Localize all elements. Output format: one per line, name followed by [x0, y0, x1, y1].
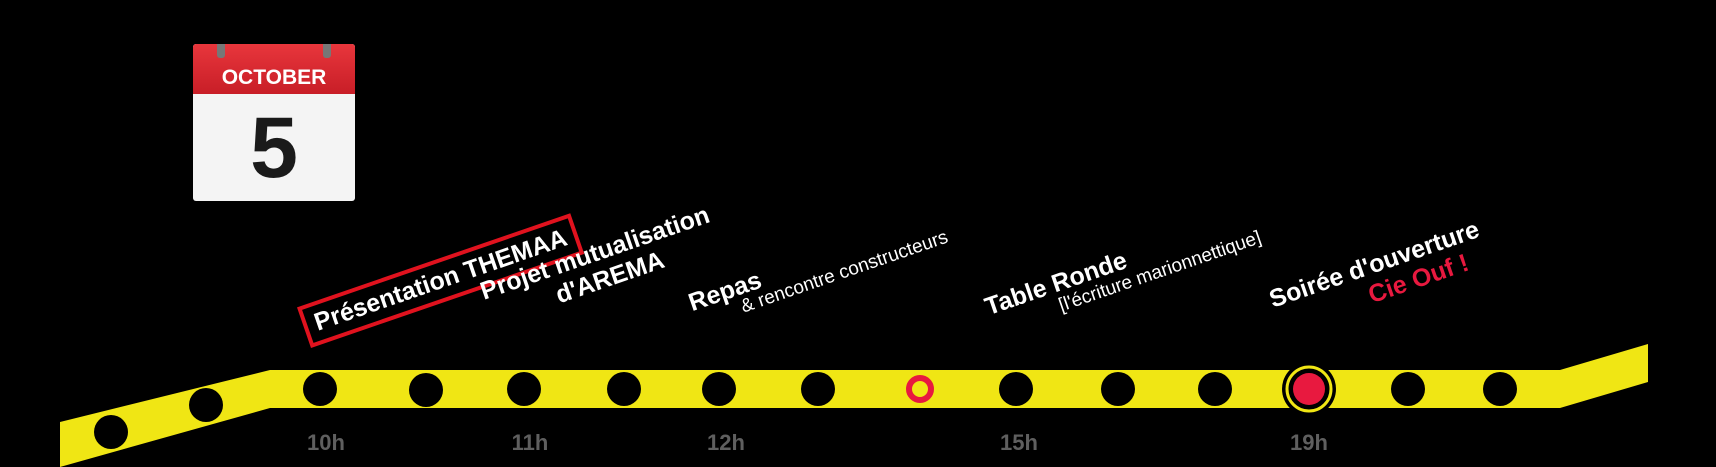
calendar-day: 5	[250, 100, 298, 196]
stop-marker-ring	[906, 375, 934, 403]
time-label: 11h	[511, 430, 549, 455]
track-stop	[1101, 372, 1135, 406]
track-stop	[999, 372, 1033, 406]
calendar-month: OCTOBER	[221, 66, 327, 89]
track-stops	[94, 362, 1517, 449]
track-stop	[1483, 372, 1517, 406]
track-stop	[702, 372, 736, 406]
track-stop	[94, 415, 128, 449]
time-label: 10h	[307, 430, 345, 455]
track-stop	[1198, 372, 1232, 406]
time-label: 12h	[707, 430, 745, 455]
calendar-icon: OCTOBER 5	[193, 44, 355, 201]
track-stop	[1391, 372, 1425, 406]
track-band	[60, 344, 1648, 467]
track-stop	[607, 372, 641, 406]
current-stop-dot	[1293, 373, 1325, 405]
track-stop	[507, 372, 541, 406]
track-stop	[409, 373, 443, 407]
track-stop	[801, 372, 835, 406]
current-stop-ring	[1285, 365, 1333, 413]
time-label: 15h	[1000, 430, 1038, 455]
track-stop	[189, 388, 223, 422]
calendar-ring-left	[217, 44, 225, 58]
calendar-ring-right	[323, 44, 331, 58]
track-stop	[303, 372, 337, 406]
time-label: 19h	[1290, 430, 1328, 455]
